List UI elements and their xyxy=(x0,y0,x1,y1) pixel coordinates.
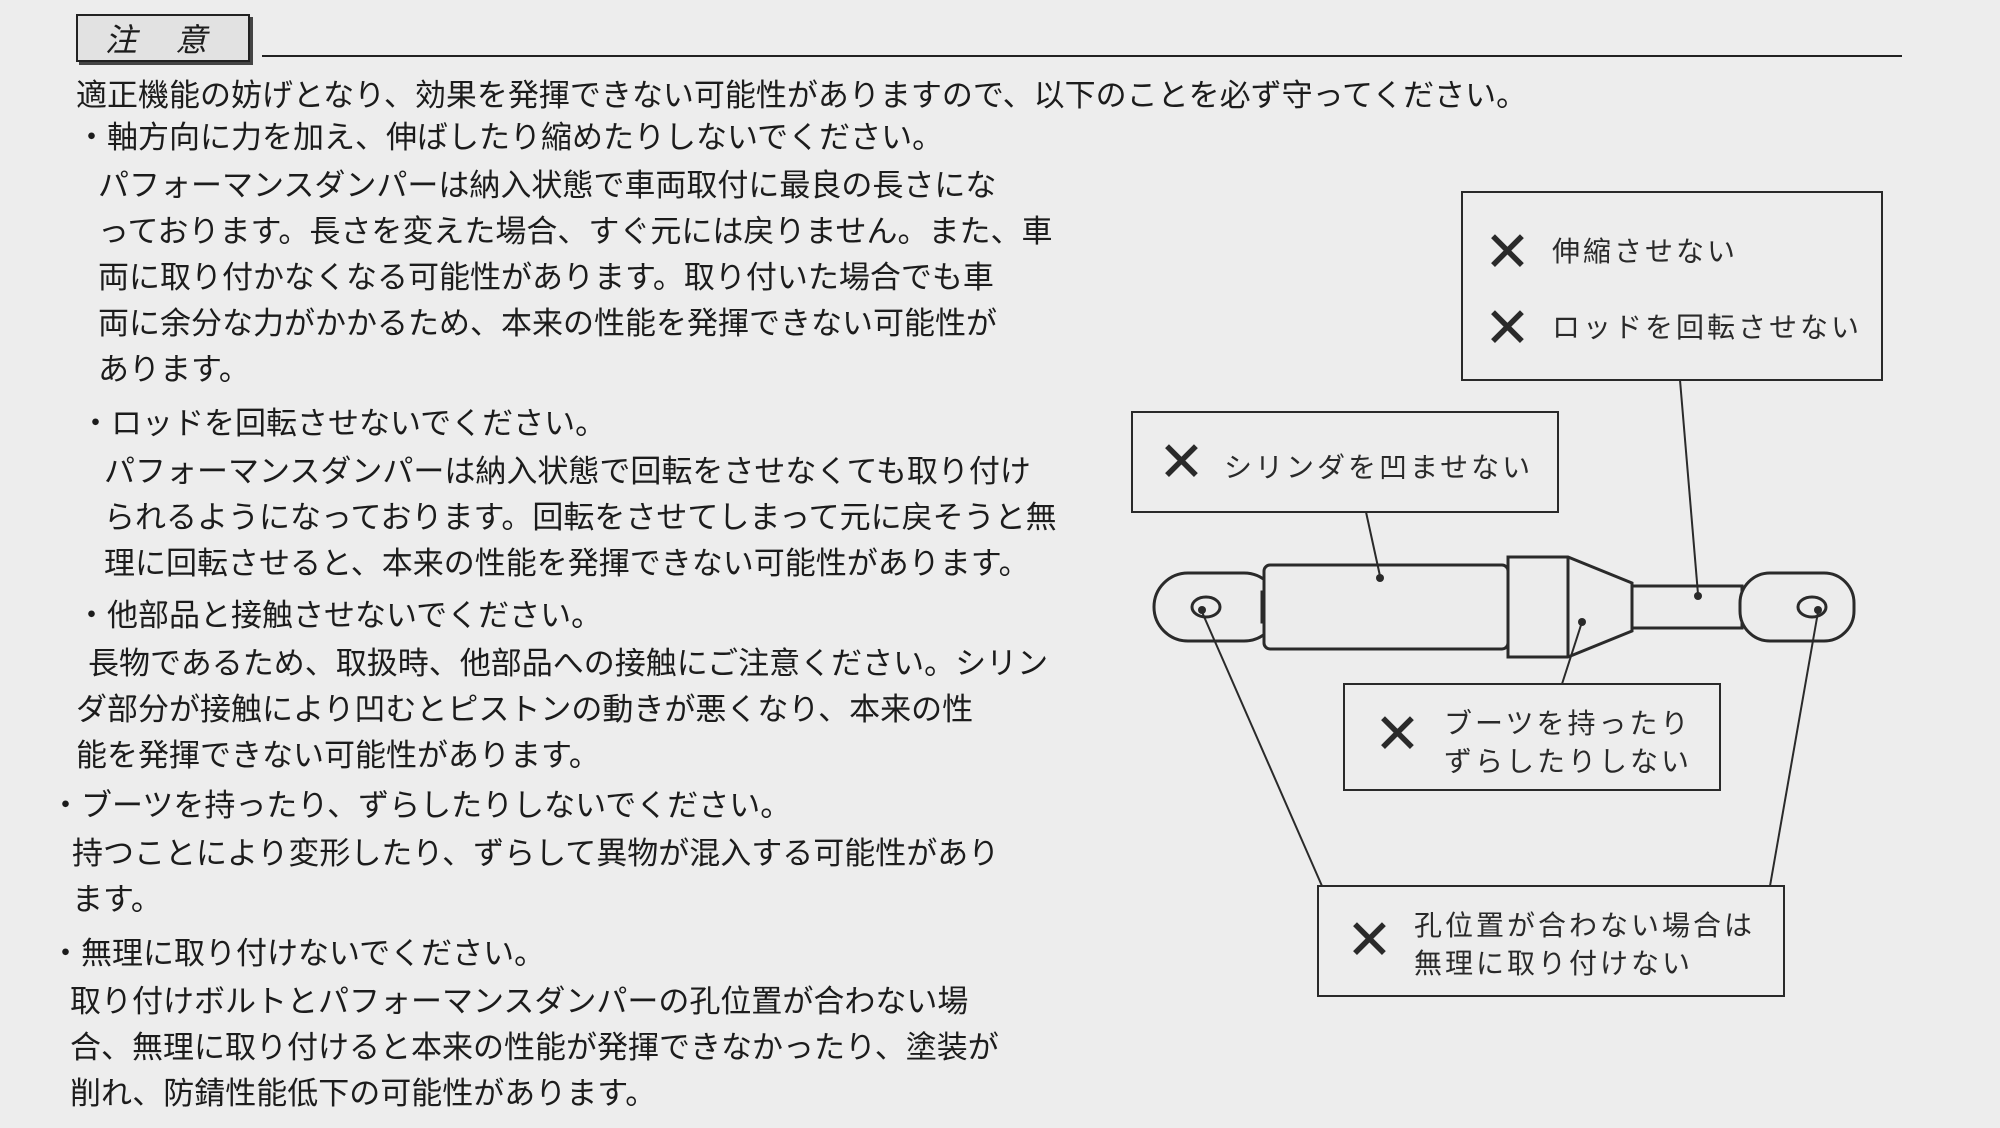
x-mark-icon: ✕ xyxy=(1484,296,1531,361)
item-1-line-5: あります。 xyxy=(98,352,250,388)
x-mark-icon: ✕ xyxy=(1158,430,1205,495)
intro-text: 適正機能の妨げとなり、効果を発揮できない可能性がありますので、以下のことを必ず守… xyxy=(76,78,1528,114)
rod-callout-box xyxy=(1461,191,1883,381)
item-3-title: ・他部品と接触させないでください。 xyxy=(76,598,603,634)
item-4-line-2: ます。 xyxy=(72,882,162,918)
item-3-line-1: 長物であるため、取扱時、他部品への接触にご注意ください。シリン xyxy=(88,646,1049,682)
x-mark-icon: ✕ xyxy=(1346,908,1393,973)
hole-callout-line-2: 無理に取り付けない xyxy=(1414,947,1694,980)
hole-callout-box xyxy=(1317,885,1785,997)
caution-heading-text: 注 意 xyxy=(104,21,222,59)
item-5-line-1: 取り付けボルトとパフォーマンスダンパーの孔位置が合わない場 xyxy=(70,984,969,1020)
x-mark-icon: ✕ xyxy=(1374,702,1421,767)
item-3-line-3: 能を発揮できない可能性があります。 xyxy=(76,738,600,774)
item-3-line-2: ダ部分が接触により凹むとピストンの動きが悪くなり、本来の性 xyxy=(76,692,974,728)
item-2-line-3: 理に回転させると、本来の性能を発揮できない可能性があります。 xyxy=(104,546,1030,582)
boot-callout-line-2: ずらしたりしない xyxy=(1444,745,1693,778)
item-1-line-1: パフォーマンスダンパーは納入状態で車両取付に最良の長さにな xyxy=(98,168,997,204)
item-1-line-4: 両に余分な力がかかるため、本来の性能を発揮できない可能性が xyxy=(98,306,997,342)
item-5-line-3: 削れ、防錆性能低下の可能性があります。 xyxy=(70,1076,657,1112)
item-1-line-3: 両に取り付かなくなる可能性があります。取り付いた場合でも車 xyxy=(98,260,994,296)
item-5-line-2: 合、無理に取り付けると本来の性能が発揮できなかったり、塗装が xyxy=(70,1030,999,1066)
item-4-line-1: 持つことにより変形したり、ずらして異物が混入する可能性があり xyxy=(72,836,1000,872)
item-2-line-2: られるようになっております。回転をさせてしまって元に戻そうと無 xyxy=(104,500,1057,536)
boot-callout-line-1: ブーツを持ったり xyxy=(1444,707,1692,740)
item-2-title: ・ロッドを回転させないでください。 xyxy=(80,406,607,442)
heading-rule xyxy=(262,55,1902,57)
damper-shape xyxy=(1152,555,1856,659)
boot-callout-box xyxy=(1343,683,1721,791)
cylinder-callout-box xyxy=(1131,411,1559,513)
item-4-title: ・ブーツを持ったり、ずらしたりしないでください。 xyxy=(50,788,792,824)
caution-heading: 注 意 xyxy=(76,14,250,62)
x-mark-icon: ✕ xyxy=(1484,220,1531,285)
cylinder-callout-label: シリンダを凹ませない xyxy=(1224,451,1534,484)
item-5-title: ・無理に取り付けないでください。 xyxy=(50,936,546,972)
item-2-line-1: パフォーマンスダンパーは納入状態で回転をさせなくても取り付け xyxy=(104,454,1031,490)
item-1-line-2: っております。長さを変えた場合、すぐ元には戻りません。また、車 xyxy=(98,214,1053,250)
item-1-title: ・軸方向に力を加え、伸ばしたり縮めたりしないでください。 xyxy=(76,120,944,156)
hole-callout-line-1: 孔位置が合わない場合は xyxy=(1414,909,1756,942)
rod-callout-line-2: ロッドを回転させない xyxy=(1552,311,1863,344)
rod-callout-line-1: 伸縮させない xyxy=(1552,235,1739,268)
